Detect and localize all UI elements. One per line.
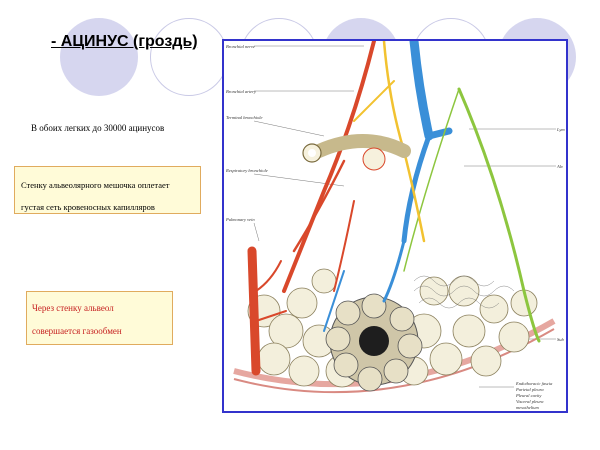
gas-exchange-note-box: Через стенку альвеол совершается газообм… (26, 291, 173, 345)
gas-exchange-note-line-2: совершается газообмен (32, 326, 122, 336)
acinus-illustration: Bronchial nerve Bronchial artery Termina… (222, 39, 568, 413)
gas-exchange-note-line-1: Через стенку альвеол (32, 303, 114, 313)
capillary-note-line-2: густая сеть кровеносных капилляров (21, 202, 155, 212)
alveolar-sac-section (325, 293, 423, 392)
label-alv: Alv (556, 164, 563, 169)
terminal-bronchiole (302, 134, 411, 171)
label-sub: Sub (557, 337, 565, 342)
lymph-vessel (403, 87, 541, 343)
pulmonary-artery (247, 41, 376, 376)
label-respiratory-bronchiole: Respiratory bronchiole (225, 168, 268, 173)
label-visceral-pleura: Visceral pleura (516, 399, 544, 404)
label-terminal-bronchiole: Terminal bronchiole (226, 115, 263, 120)
decorative-circle-1 (60, 18, 138, 96)
label-endothoracic-fascia: Endothoracic fascia (515, 381, 553, 386)
acinus-drawing: Bronchial nerve Bronchial artery Termina… (225, 41, 565, 410)
label-bronchial-artery: Bronchial artery (226, 89, 256, 94)
label-pulmonary-vein: Pulmonary vein (225, 217, 255, 222)
decorative-circle-2 (150, 18, 228, 96)
slide-title: - АЦИНУС (гроздь) (51, 33, 198, 50)
capillary-note-line-1: Стенку альвеолярного мешочка оплетает (21, 180, 170, 190)
label-mesothelium: mesothelium (516, 405, 539, 410)
acinus-count-note: В обоих легких до 30000 ацинусов (31, 123, 165, 133)
label-pleural-cavity: Pleural cavity (515, 393, 541, 398)
capillary-mesh (413, 275, 515, 309)
label-parietal-pleura: Parietal pleura (515, 387, 544, 392)
capillary-note-box: Стенку альвеолярного мешочка оплетает гу… (14, 166, 201, 214)
label-lymph: Lym (556, 127, 565, 132)
label-bronchial-nerve: Bronchial nerve (226, 44, 255, 49)
